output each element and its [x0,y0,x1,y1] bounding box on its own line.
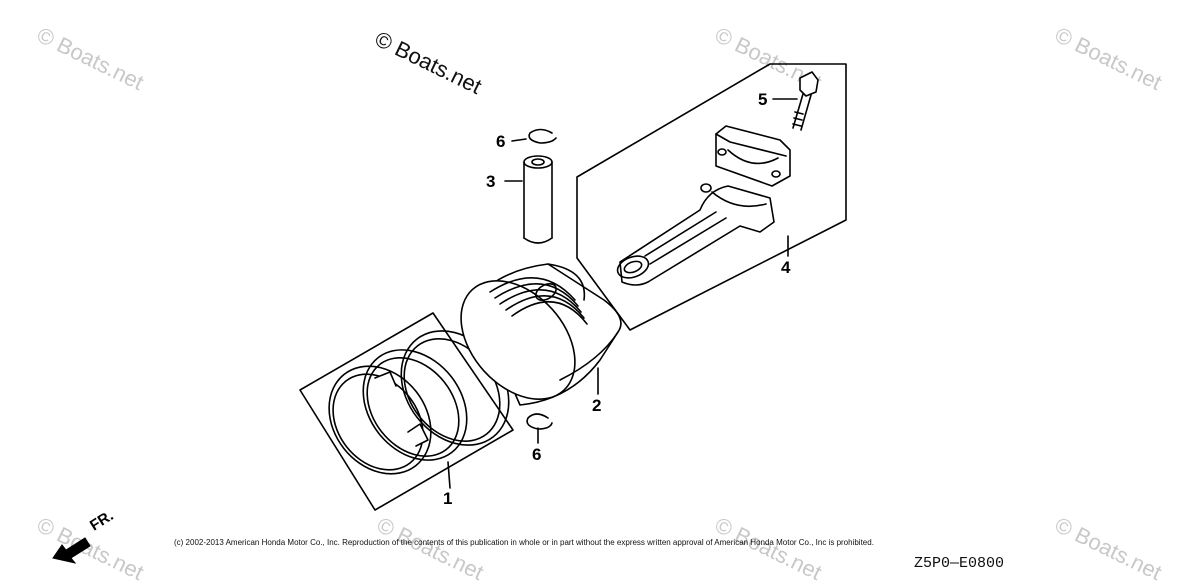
copyright-notice: (c) 2002-2013 American Honda Motor Co., … [174,538,874,547]
drawing-code: Z5P0—E0800 [914,555,1005,572]
callout-5-bolt: 5 [758,90,768,109]
piston [460,263,622,406]
connecting-rod-bolt [792,71,819,131]
callout-3-piston-pin: 3 [486,172,496,191]
callout-6-clip-bottom: 6 [532,445,542,464]
piston-ring-2 [362,349,468,461]
piston-ring-set-outline [299,312,514,511]
piston-pin [523,155,553,244]
piston-pin-clip-top [528,128,557,144]
callout-6-clip-top: 6 [496,132,506,151]
connecting-rod-cap [715,125,791,187]
callout-1-piston-ring-set: 1 [443,489,453,508]
callout-4-connecting-rod: 4 [781,258,791,277]
piston-pin-clip-bottom [526,413,553,430]
front-direction-arrow-icon [52,537,91,564]
connecting-rod [616,183,775,286]
piston-ring-3 [328,365,432,475]
callout-2-piston: 2 [592,396,602,415]
connecting-rod-assembly-outline [576,63,847,331]
